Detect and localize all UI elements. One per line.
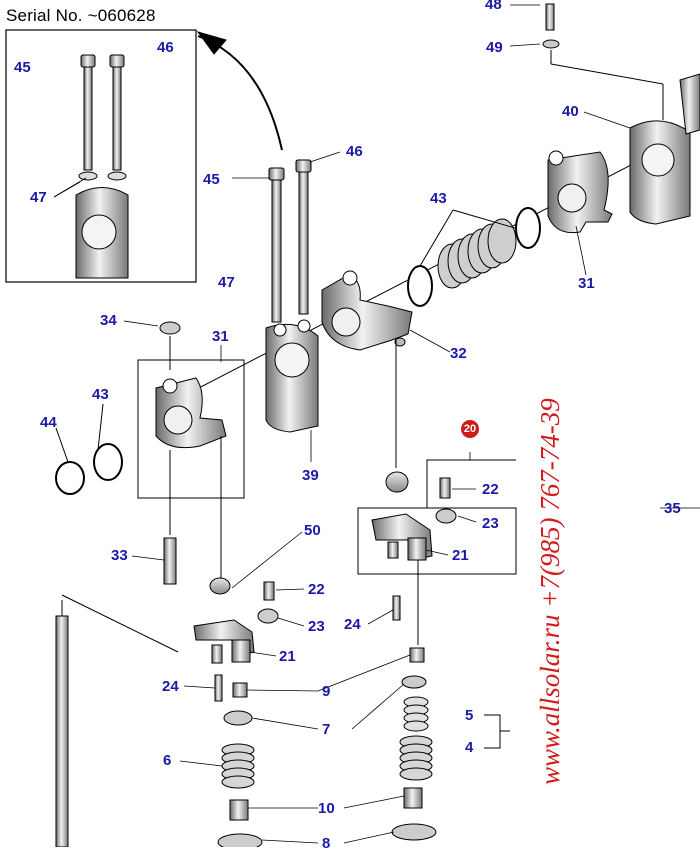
seal-10-right: [403, 787, 423, 809]
screw-22-right: [439, 477, 451, 499]
part-label-23-left: 23: [308, 618, 325, 635]
bridge-box-20: [357, 507, 517, 575]
part-label-8: 8: [322, 835, 331, 852]
part-label-6: 6: [163, 752, 172, 769]
part-label-43-top: 43: [430, 190, 447, 207]
watermark: www.allsolar.ru +7(985) 767-74-39: [535, 398, 565, 785]
assembly-badge-20: 20: [461, 420, 479, 438]
part-label-31-right: 31: [578, 275, 595, 292]
part-label-45-inset: 45: [14, 59, 31, 76]
part-label-35: 35: [664, 500, 681, 517]
inset-arrow: [197, 35, 283, 151]
seal-10-left: [229, 799, 249, 821]
serial-number: Serial No. ~060628: [6, 6, 156, 25]
part-label-22-left: 22: [308, 581, 325, 598]
retainer-7-left: [223, 710, 253, 726]
part-label-47: 47: [218, 274, 235, 291]
shaft-spring-43: [437, 218, 517, 289]
part-label-47-inset: 47: [30, 189, 47, 206]
part-label-7: 7: [322, 721, 331, 738]
part-label-24-left: 24: [162, 678, 179, 695]
part-label-21-left: 21: [279, 648, 296, 665]
part-label-23-right: 23: [482, 515, 499, 532]
part-label-50: 50: [304, 522, 321, 539]
cap-9-right: [409, 647, 425, 663]
washer-43-c: [93, 443, 123, 481]
part-label-45: 45: [203, 171, 220, 188]
valve-spring-5: [403, 696, 429, 732]
part-label-5: 5: [465, 707, 474, 724]
nut-23-left: [257, 608, 279, 624]
part-label-34: 34: [100, 312, 117, 329]
part-label-24-right: 24: [344, 616, 361, 633]
circlip-44: [55, 461, 85, 495]
part-label-22-right: 22: [482, 481, 499, 498]
part-label-31-left: 31: [212, 328, 229, 345]
pin-24-right: [392, 595, 401, 621]
part-label-40: 40: [562, 103, 579, 120]
washer-43-b: [515, 207, 541, 249]
part-label-43-left: 43: [92, 386, 109, 403]
shaft-support-39: [265, 323, 319, 433]
part-label-33: 33: [111, 547, 128, 564]
seat-8-right: [391, 823, 437, 841]
part-label-48: 48: [485, 0, 502, 13]
valve-spring-6: [221, 743, 255, 789]
pin-24-left: [214, 674, 223, 702]
bolt-46: [298, 163, 309, 315]
part-label-9: 9: [322, 683, 331, 700]
part-label-44: 44: [40, 414, 57, 431]
inset-bolt-45: [83, 59, 93, 171]
part-label-4: 4: [465, 739, 474, 756]
part-label-10: 10: [318, 800, 335, 817]
screw-22-left: [263, 581, 275, 601]
bolt-45: [271, 171, 282, 323]
rocker-box-31: [137, 359, 245, 499]
part-label-49: 49: [486, 39, 503, 56]
part-label-46-inset: 46: [157, 39, 174, 56]
bolt-48: [545, 3, 555, 31]
seat-8-left: [217, 833, 263, 847]
part-label-46: 46: [346, 143, 363, 160]
retainer-7-right: [401, 675, 427, 689]
washer-43-a: [407, 265, 433, 307]
part-label-21-right: 21: [452, 547, 469, 564]
adjust-screw-50: [385, 471, 409, 493]
adjust-screw-33: [163, 537, 177, 585]
inset-bolt-46: [112, 59, 122, 171]
part-label-39: 39: [302, 467, 319, 484]
valve-spring-4: [399, 735, 433, 781]
part-label-32: 32: [450, 345, 467, 362]
nut-23-right: [435, 508, 457, 524]
cap-9-left: [232, 682, 248, 698]
